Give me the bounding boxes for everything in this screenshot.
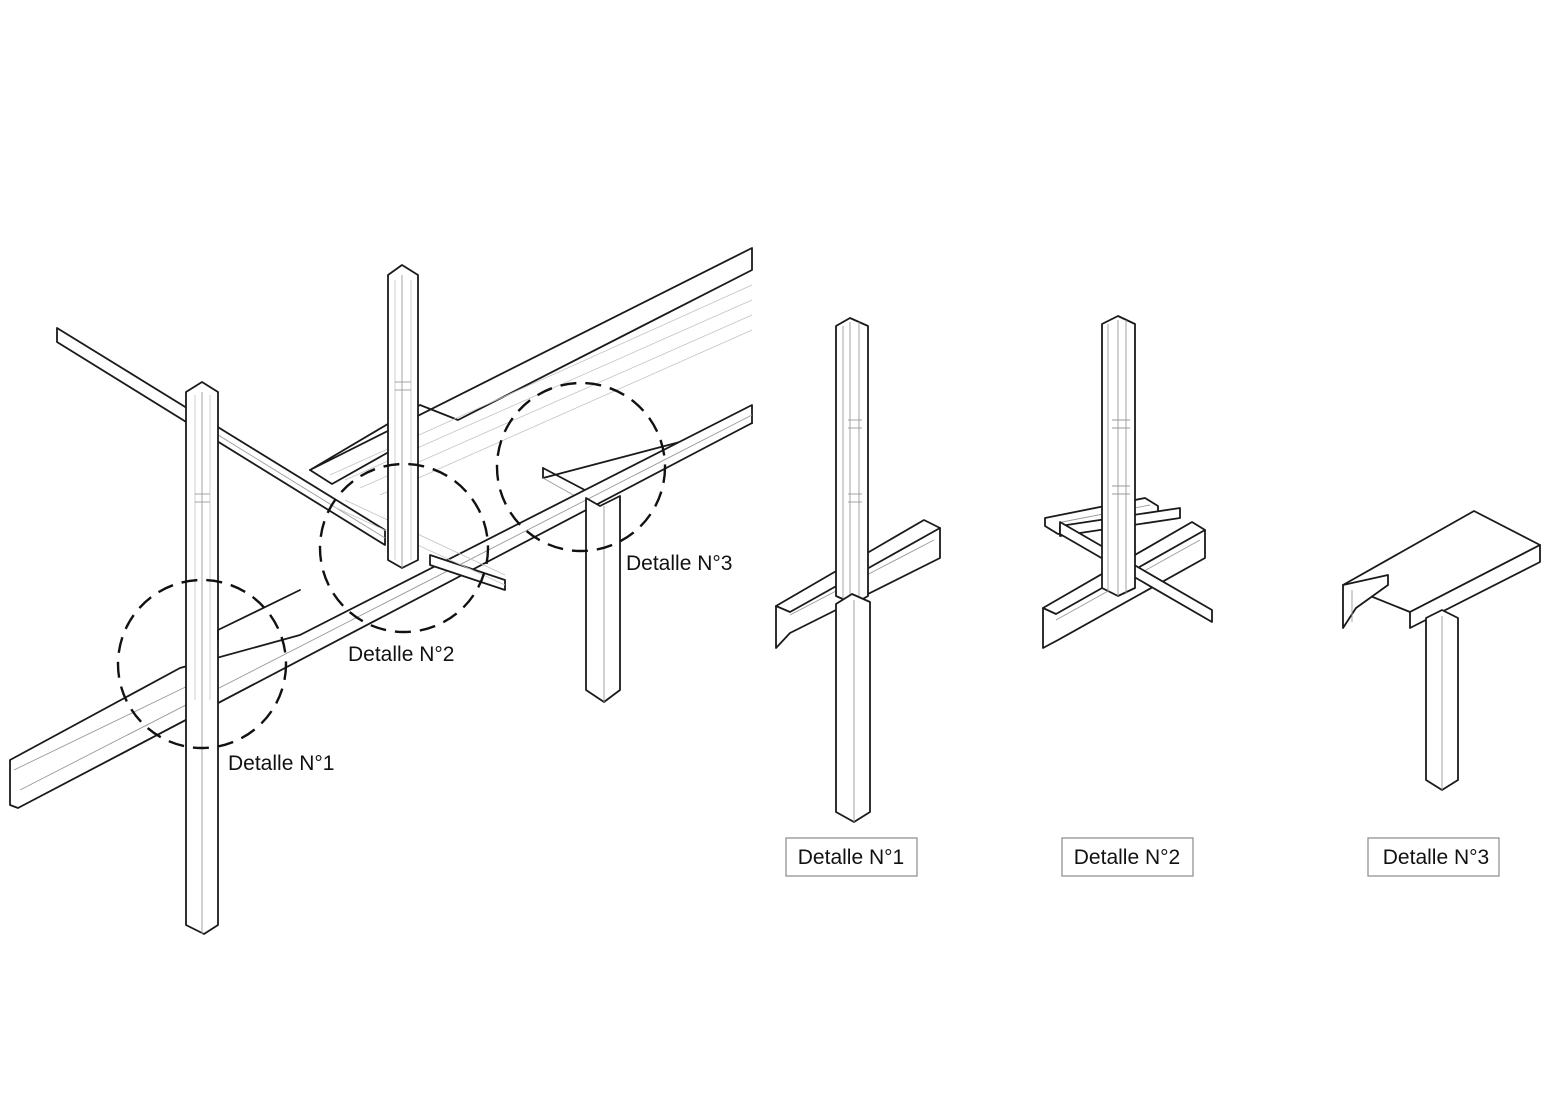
- overview-structure: Detalle N°1 Detalle N°2 Detalle N°3: [9, 247, 753, 935]
- detail-label-3: Detalle N°3: [1367, 837, 1500, 877]
- right-column: [585, 495, 621, 703]
- callout-label-2: Detalle N°2: [348, 643, 454, 666]
- front-girder: [9, 404, 753, 809]
- detail-1-drawing: [775, 317, 941, 823]
- callout-circle-2: [318, 462, 490, 634]
- callout-circle-3: [495, 381, 667, 553]
- detail-label-2: Detalle N°2: [1061, 837, 1194, 877]
- detail-3-drawing: [1342, 510, 1541, 791]
- left-cross-beam: [56, 327, 386, 546]
- detail-label-1-text: Detalle N°1: [798, 846, 904, 869]
- left-column: [185, 381, 301, 935]
- detail-label-1: Detalle N°1: [785, 837, 918, 877]
- middle-column: [387, 264, 419, 569]
- detail-label-2-text: Detalle N°2: [1074, 846, 1180, 869]
- detail-2-drawing: [1042, 315, 1213, 649]
- callout-label-1: Detalle N°1: [228, 752, 334, 775]
- callout-circle-1: [116, 578, 288, 750]
- detail-label-3-text: Detalle N°3: [1383, 846, 1489, 869]
- callout-label-3: Detalle N°3: [626, 552, 732, 575]
